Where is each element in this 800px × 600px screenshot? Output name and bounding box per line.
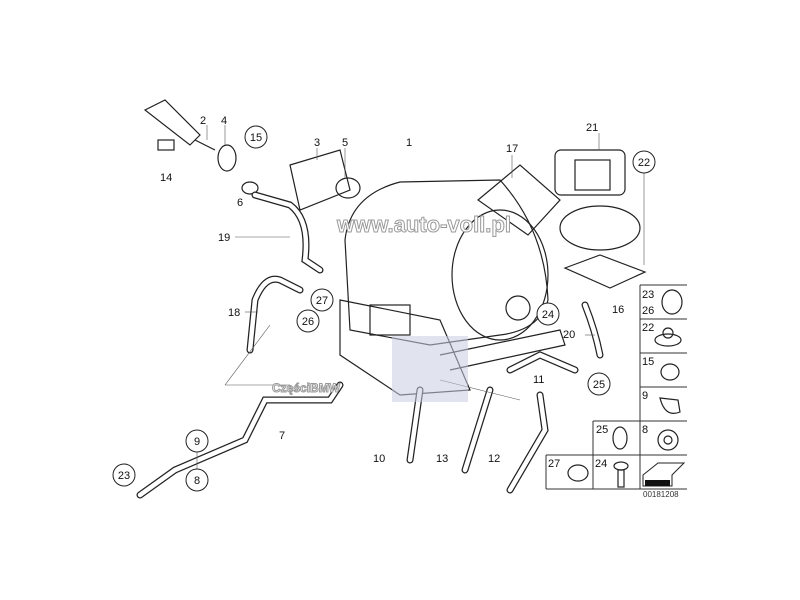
part-2-filler-neck bbox=[143, 99, 259, 195]
watermark-brand: CzęściBMW bbox=[272, 381, 341, 395]
circled-callout-24: 24 bbox=[536, 302, 560, 326]
callout-7: 7 bbox=[279, 430, 285, 442]
watermark-logo bbox=[392, 336, 468, 402]
callout-1: 1 bbox=[406, 137, 412, 149]
watermark-url: www.auto-voll.pl bbox=[336, 212, 511, 237]
callout-6: 6 bbox=[237, 197, 243, 209]
svg-text:8: 8 bbox=[194, 475, 200, 487]
callout-16: 16 bbox=[612, 304, 624, 316]
svg-text:9: 9 bbox=[194, 436, 200, 448]
part-17-plate bbox=[477, 164, 561, 236]
callout-2: 2 bbox=[200, 115, 206, 127]
callout-10: 10 bbox=[373, 453, 385, 465]
svg-text:23: 23 bbox=[118, 470, 130, 482]
circled-callout-27: 27 bbox=[310, 288, 334, 312]
circled-callout-25: 25 bbox=[587, 372, 611, 396]
legend-15: 15 bbox=[642, 356, 654, 368]
svg-text:27: 27 bbox=[316, 295, 328, 307]
legend-27: 27 bbox=[548, 458, 560, 470]
leader-lines bbox=[196, 125, 645, 470]
callout-11: 11 bbox=[533, 374, 544, 386]
part-number: 00181208 bbox=[643, 490, 679, 499]
circled-callout-9: 9 bbox=[185, 429, 209, 453]
callout-12: 12 bbox=[488, 453, 500, 465]
part-3-bellows bbox=[289, 149, 351, 211]
circled-callout-23: 23 bbox=[112, 463, 136, 487]
callout-17: 17 bbox=[506, 143, 518, 155]
callout-3: 3 bbox=[314, 137, 320, 149]
callout-14: 14 bbox=[160, 172, 172, 184]
callout-21: 21 bbox=[586, 122, 598, 134]
circled-callout-15: 15 bbox=[244, 125, 268, 149]
legend-24: 24 bbox=[595, 458, 607, 470]
small-parts-legend: 23 26 22 15 9 25 8 27 24 00181208 bbox=[545, 284, 687, 499]
callout-4: 4 bbox=[221, 115, 227, 127]
callout-19: 19 bbox=[218, 232, 230, 244]
callout-13: 13 bbox=[436, 453, 448, 465]
hoses bbox=[136, 191, 604, 499]
circled-callout-22: 22 bbox=[632, 150, 656, 174]
circled-callout-26: 26 bbox=[296, 309, 320, 333]
callout-18: 18 bbox=[228, 307, 240, 319]
part-21-valve-block bbox=[554, 149, 647, 289]
legend-22: 22 bbox=[642, 322, 654, 334]
callout-20: 20 bbox=[563, 329, 575, 341]
svg-text:24: 24 bbox=[542, 309, 554, 321]
circled-callout-8: 8 bbox=[185, 468, 209, 492]
svg-text:26: 26 bbox=[302, 316, 314, 328]
legend-25: 25 bbox=[596, 424, 608, 436]
legend-9: 9 bbox=[642, 390, 648, 402]
callout-5: 5 bbox=[342, 137, 348, 149]
svg-text:15: 15 bbox=[250, 132, 262, 144]
legend-23: 23 bbox=[642, 289, 654, 301]
legend-26: 26 bbox=[642, 305, 654, 317]
svg-text:22: 22 bbox=[638, 157, 650, 169]
svg-text:25: 25 bbox=[593, 379, 605, 391]
legend-8: 8 bbox=[642, 424, 648, 436]
